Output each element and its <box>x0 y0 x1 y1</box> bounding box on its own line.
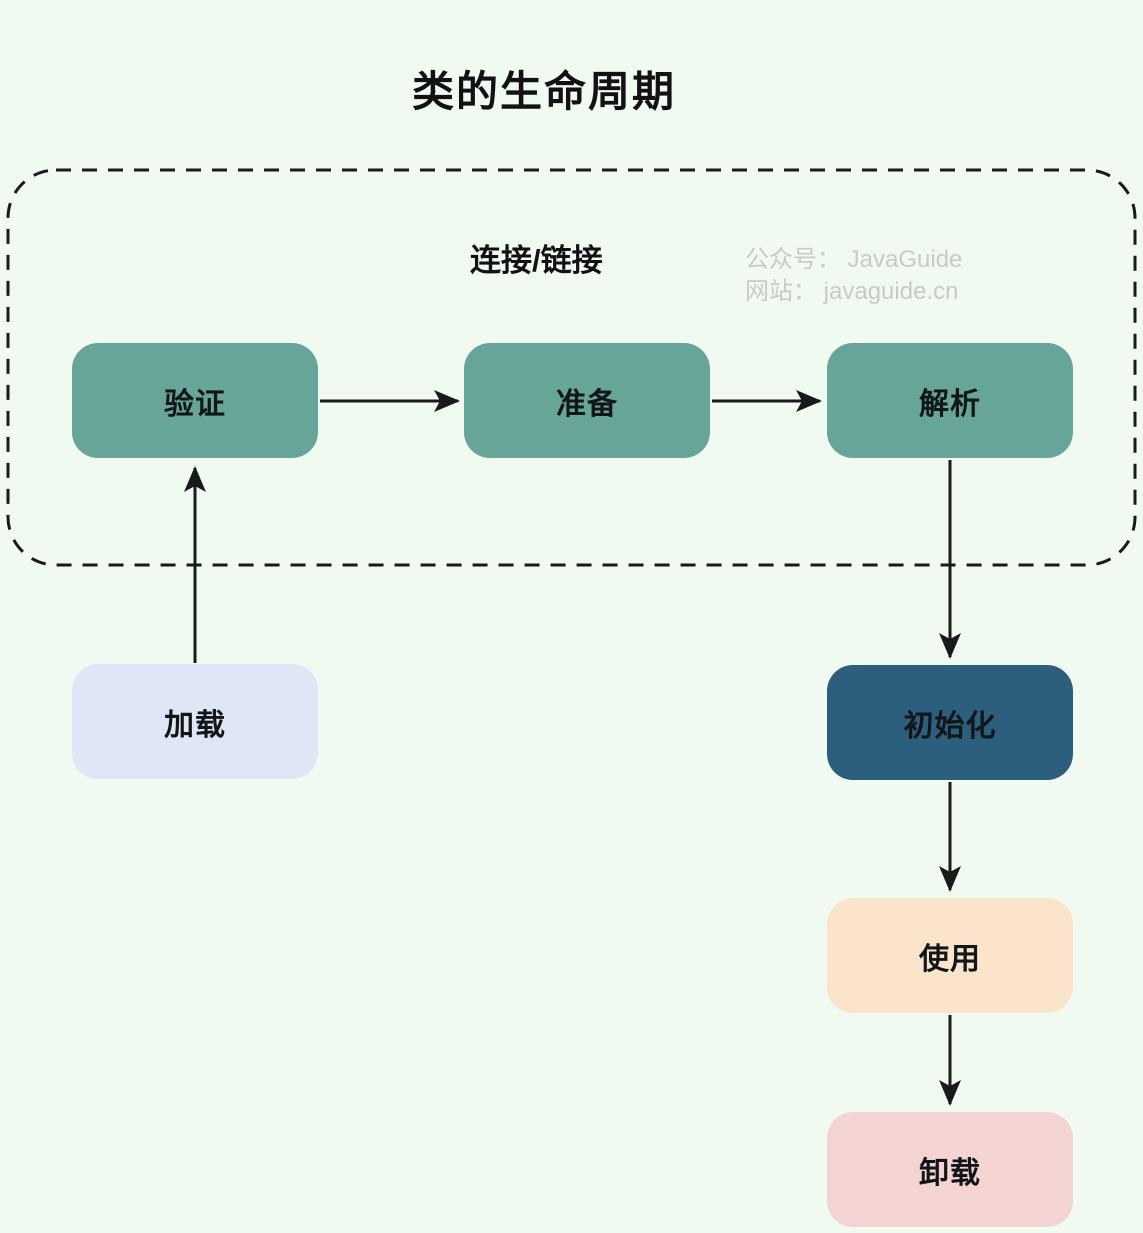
node-verify-label: 验证 <box>164 387 226 421</box>
node-load: 加载 <box>72 664 318 779</box>
node-initialize-label: 初始化 <box>903 709 997 743</box>
node-prepare-label: 准备 <box>556 387 618 421</box>
node-resolve: 解析 <box>827 343 1073 458</box>
node-unload-label: 卸载 <box>919 1156 981 1190</box>
watermark-line1: 公众号： JavaGuide <box>745 246 963 273</box>
watermark: 公众号： JavaGuide 网站： javaguide.cn <box>745 244 962 308</box>
page-title: 类的生命周期 <box>411 68 676 115</box>
node-prepare: 准备 <box>464 343 710 458</box>
node-unload: 卸载 <box>827 1112 1073 1227</box>
node-resolve-label: 解析 <box>919 387 981 421</box>
node-load-label: 加载 <box>164 708 226 742</box>
node-verify: 验证 <box>72 343 318 458</box>
node-initialize: 初始化 <box>827 665 1073 780</box>
node-use-label: 使用 <box>919 942 981 976</box>
node-use: 使用 <box>827 898 1073 1013</box>
linking-group-label: 连接/链接 <box>470 243 603 278</box>
watermark-line2: 网站： javaguide.cn <box>745 278 959 305</box>
